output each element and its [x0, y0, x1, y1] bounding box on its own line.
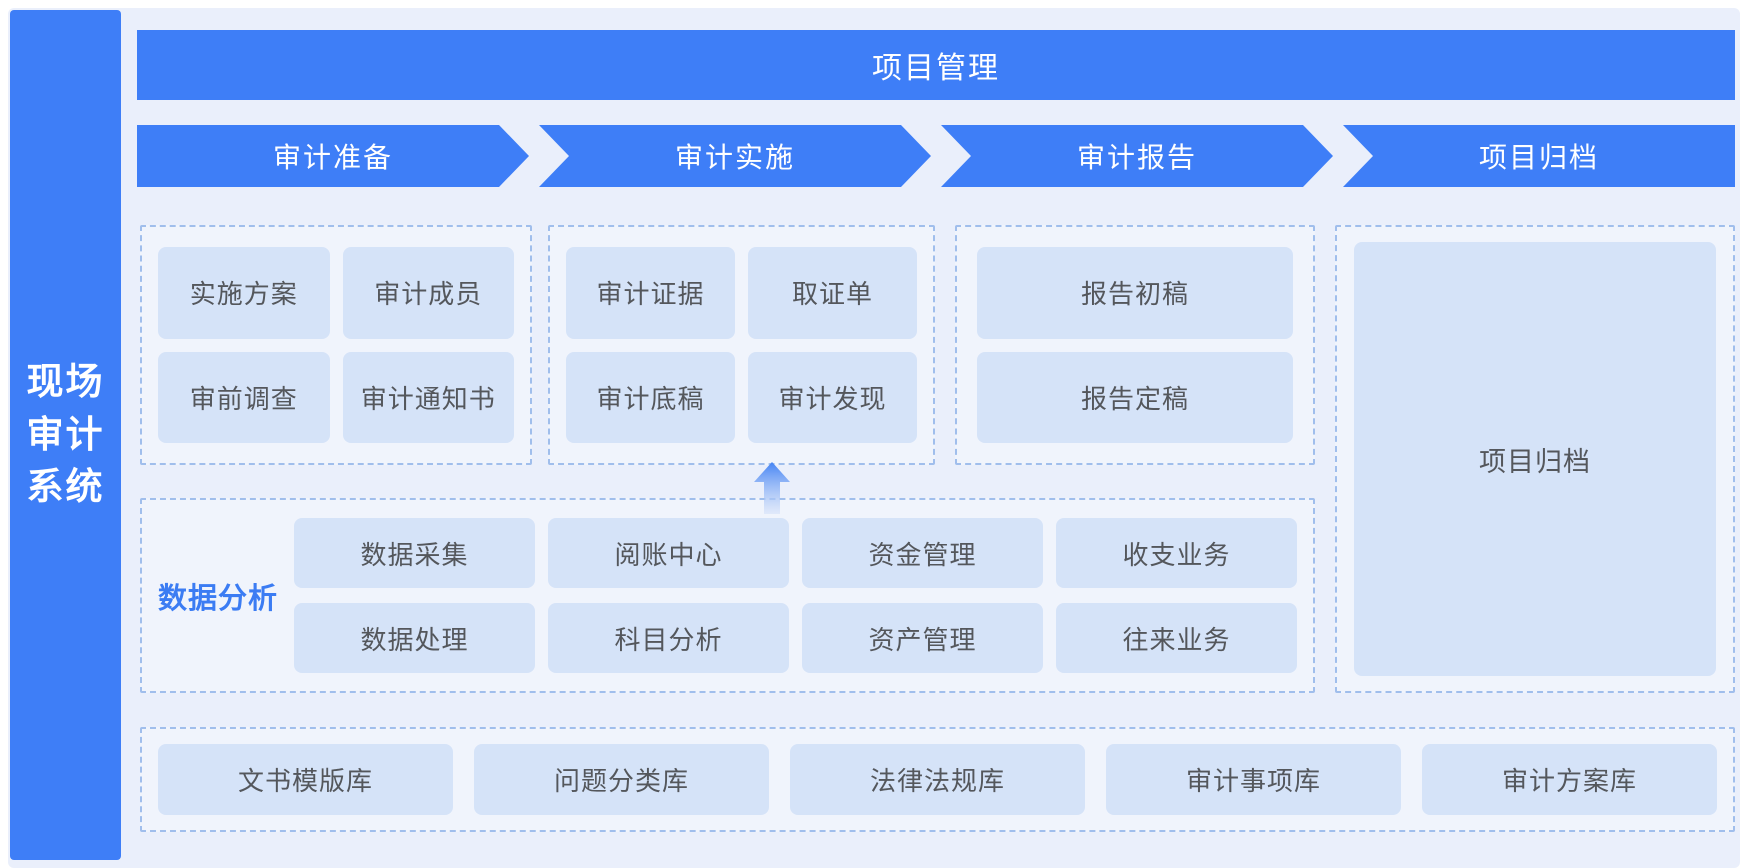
box-data-collection: 数据采集	[294, 518, 535, 588]
system-title: 现场 审计 系统	[27, 356, 105, 514]
box-document-template-library: 文书模版库	[158, 744, 453, 815]
box-account-review-center: 阅账中心	[548, 518, 789, 588]
phase-flow: 审计准备 审计实施 审计报告 项目归档	[137, 125, 1735, 187]
box-audit-members: 审计成员	[342, 247, 514, 339]
box-asset-management: 资产管理	[802, 603, 1043, 673]
box-audit-notification: 审计通知书	[342, 351, 514, 443]
diagram-panel: 现场 审计 系统 项目管理 审计准备 审计实施 审计报告 项目归档 实施方案 审…	[8, 8, 1740, 868]
box-fund-management: 资金管理	[802, 518, 1043, 588]
box-project-archive: 项目归档	[1354, 242, 1716, 676]
box-data-processing: 数据处理	[294, 603, 535, 673]
box-audit-evidence: 审计证据	[566, 247, 735, 339]
data-analysis-label: 数据分析	[157, 582, 278, 615]
system-title-line-3: 系统	[26, 466, 105, 508]
box-audit-plan-library: 审计方案库	[1422, 744, 1717, 815]
box-report-draft: 报告初稿	[977, 247, 1293, 339]
box-working-papers: 审计底稿	[566, 351, 735, 443]
box-issue-category-library: 问题分类库	[474, 744, 769, 815]
implementation-section: 审计证据 取证单 审计底稿 审计发现	[548, 225, 935, 465]
box-implementation-plan: 实施方案	[158, 247, 330, 339]
box-audit-findings: 审计发现	[748, 351, 917, 443]
data-analysis-section: 数据分析 数据采集 阅账中心 资金管理 收支业务 数据处理 科目分析 资产管理 …	[140, 498, 1315, 693]
phase-project-archive: 项目归档	[1343, 125, 1735, 187]
system-title-line-1: 现场	[26, 361, 105, 403]
data-analysis-grid: 数据采集 阅账中心 资金管理 收支业务 数据处理 科目分析 资产管理 往来业务	[294, 500, 1313, 691]
project-management-header: 项目管理	[137, 30, 1735, 100]
box-evidence-form: 取证单	[748, 247, 917, 339]
phase-audit-report: 审计报告	[941, 125, 1333, 187]
box-audit-items-library: 审计事项库	[1106, 744, 1401, 815]
preparation-section: 实施方案 审计成员 审前调查 审计通知书	[140, 225, 532, 465]
up-arrow-icon	[754, 462, 790, 514]
system-title-line-2: 审计	[26, 413, 105, 455]
phase-audit-preparation: 审计准备	[137, 125, 529, 187]
archive-section: 项目归档	[1335, 225, 1735, 693]
report-section: 报告初稿 报告定稿	[955, 225, 1315, 465]
box-current-transactions: 往来业务	[1056, 603, 1297, 673]
system-title-bar: 现场 审计 系统	[10, 10, 121, 860]
box-pre-audit-survey: 审前调查	[158, 351, 330, 443]
box-report-final: 报告定稿	[977, 351, 1293, 443]
phase-audit-implementation: 审计实施	[539, 125, 931, 187]
diagram-content: 项目管理 审计准备 审计实施 审计报告 项目归档 实施方案 审计成员 审前调查 …	[137, 8, 1735, 868]
box-subject-analysis: 科目分析	[548, 603, 789, 673]
box-laws-regulations-library: 法律法规库	[790, 744, 1085, 815]
box-income-expense: 收支业务	[1056, 518, 1297, 588]
libraries-section: 文书模版库 问题分类库 法律法规库 审计事项库 审计方案库	[140, 727, 1735, 832]
